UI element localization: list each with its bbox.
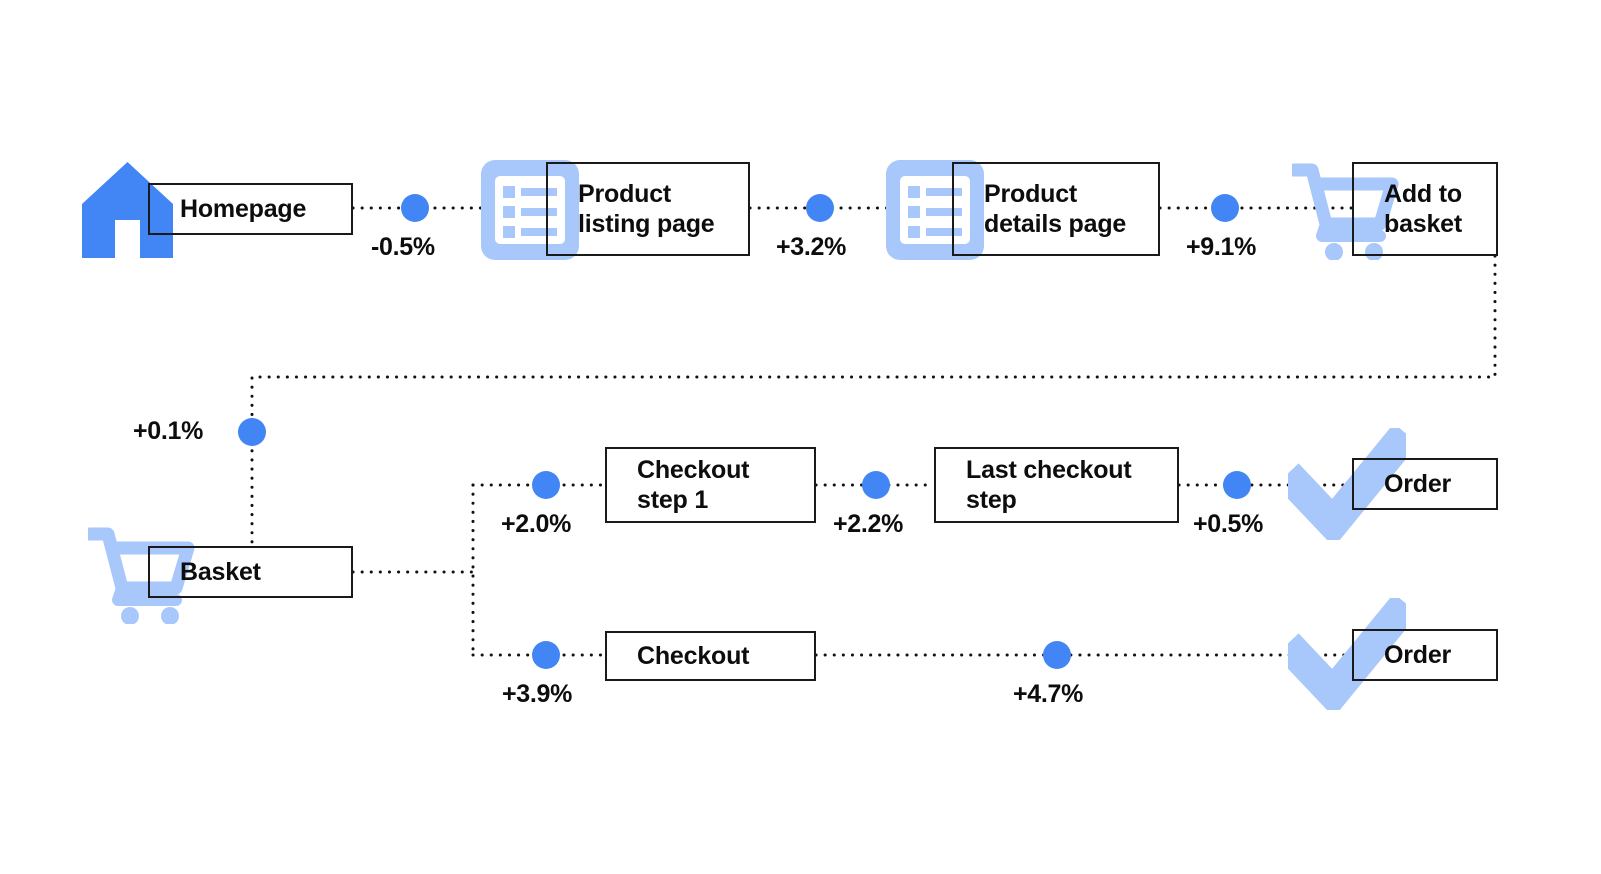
delta-label: +4.7% (1013, 680, 1084, 708)
node-label: Last checkout step (966, 455, 1132, 515)
node-checkout[interactable]: Checkout (605, 631, 816, 681)
delta-dot (238, 418, 266, 446)
node-basket[interactable]: Basket (148, 546, 353, 598)
node-label: Add to basket (1384, 179, 1463, 239)
delta-label: +0.1% (133, 417, 204, 445)
node-label: Product listing page (578, 179, 715, 239)
delta-label: +0.5% (1193, 510, 1264, 538)
delta-label: +2.2% (833, 510, 904, 538)
delta-label: +9.1% (1186, 233, 1257, 261)
node-checkout-step-1[interactable]: Checkout step 1 (605, 447, 816, 523)
delta-label: +2.0% (501, 510, 572, 538)
delta-dot (1223, 471, 1251, 499)
delta-dot (1211, 194, 1239, 222)
node-order-bottom[interactable]: Order (1352, 629, 1498, 681)
delta-dot (532, 641, 560, 669)
node-order-top[interactable]: Order (1352, 458, 1498, 510)
node-label: Order (1384, 469, 1452, 498)
node-label: Checkout (637, 641, 750, 670)
node-product-listing[interactable]: Product listing page (546, 162, 750, 256)
delta-label: -0.5% (371, 233, 435, 261)
node-homepage[interactable]: Homepage (148, 183, 353, 235)
delta-dot (401, 194, 429, 222)
delta-label: +3.9% (502, 680, 573, 708)
node-add-to-basket[interactable]: Add to basket (1352, 162, 1498, 256)
check-icon (1275, 593, 1419, 718)
delta-dot (862, 471, 890, 499)
delta-dot (532, 471, 560, 499)
node-label: Basket (180, 557, 261, 586)
delta-label: +3.2% (776, 233, 847, 261)
node-product-details[interactable]: Product details page (952, 162, 1160, 256)
delta-dot (1043, 641, 1071, 669)
node-label: Homepage (180, 194, 307, 223)
delta-dot (806, 194, 834, 222)
node-label: Checkout step 1 (637, 455, 750, 515)
node-last-checkout-step[interactable]: Last checkout step (934, 447, 1179, 523)
node-label: Order (1384, 640, 1452, 669)
node-label: Product details page (984, 179, 1127, 239)
